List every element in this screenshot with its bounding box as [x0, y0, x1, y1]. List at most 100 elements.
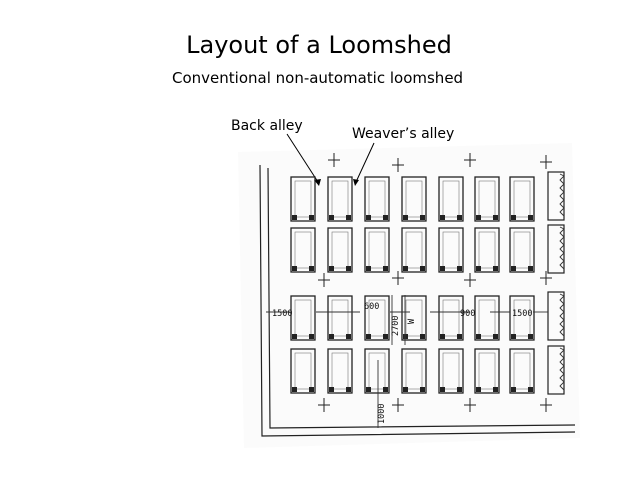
loom-inner: [478, 299, 496, 337]
loom-outline: [509, 176, 535, 222]
loom-corner-left: [403, 215, 408, 220]
loom: [474, 176, 500, 222]
outer-wall: [259, 164, 576, 437]
loom: [290, 176, 316, 222]
loom-outline: [401, 227, 427, 273]
loom-inner: [294, 231, 312, 269]
loom-corner-right: [383, 215, 388, 220]
wavy-machine: [547, 171, 565, 221]
loom-corner-right: [420, 387, 425, 392]
loom: [474, 348, 500, 394]
loom-outline: [290, 227, 316, 273]
loom-inner: [513, 352, 531, 390]
loom-corner-right: [383, 334, 388, 339]
loom-corner-right: [309, 215, 314, 220]
loom: [364, 227, 390, 273]
loom-grid: [290, 176, 535, 394]
loom-outline: [474, 295, 500, 341]
loom-outline: [290, 295, 316, 341]
loom-corner-left: [476, 266, 481, 271]
loom-corner-left: [440, 215, 445, 220]
machine-wave: [559, 226, 565, 270]
loom: [327, 176, 353, 222]
loom-outline: [364, 227, 390, 273]
loom-corner-right: [420, 215, 425, 220]
column-cross: [540, 155, 552, 169]
loom-inner: [478, 352, 496, 390]
column-cross: [318, 273, 330, 287]
loom-corner-left: [476, 334, 481, 339]
slide-subtitle: Conventional non-automatic loomshed: [172, 69, 464, 87]
loom-inner: [294, 352, 312, 390]
loom-inner: [478, 231, 496, 269]
loom-inner: [368, 352, 386, 390]
loom-inner: [513, 231, 531, 269]
loom-corner-right: [346, 387, 351, 392]
loom: [327, 295, 353, 341]
machine-wave: [559, 293, 565, 337]
loom: [401, 348, 427, 394]
loom-outline: [327, 227, 353, 273]
machine-outline: [547, 224, 565, 274]
loom-corner-left: [403, 266, 408, 271]
loom-corner-right: [493, 215, 498, 220]
loom-outline: [290, 348, 316, 394]
loom-inner: [331, 231, 349, 269]
loom-corner-left: [476, 387, 481, 392]
loom-corner-right: [528, 334, 533, 339]
label-pointers: [286, 133, 375, 183]
loom-corner-left: [403, 387, 408, 392]
loom: [290, 348, 316, 394]
loom-corner-right: [457, 334, 462, 339]
loom: [364, 348, 390, 394]
loom-inner: [331, 352, 349, 390]
loom: [509, 295, 535, 341]
loom-outline: [327, 348, 353, 394]
loom-corner-left: [440, 334, 445, 339]
back-alley-label: Back alley: [231, 118, 303, 134]
slide-title: Layout of a Loomshed: [186, 31, 452, 59]
loom-inner: [368, 231, 386, 269]
loom-inner: [442, 180, 460, 218]
loom: [401, 295, 427, 341]
loom-corner-right: [493, 334, 498, 339]
loom-corner-right: [309, 334, 314, 339]
dim-1500-right: 1500: [512, 309, 532, 319]
machine-outline: [547, 171, 565, 221]
loom-corner-left: [292, 266, 297, 271]
loom-outline: [474, 227, 500, 273]
loom-corner-left: [511, 266, 516, 271]
loom: [401, 176, 427, 222]
loom-inner: [442, 352, 460, 390]
loom-inner: [442, 299, 460, 337]
machine-wave: [559, 347, 565, 391]
loom-corner-right: [420, 266, 425, 271]
loom-corner-right: [383, 266, 388, 271]
loom-corner-right: [493, 387, 498, 392]
dimension-lines: [266, 295, 548, 428]
loom: [401, 227, 427, 273]
loom-inner: [368, 299, 386, 337]
loom-corner-left: [292, 387, 297, 392]
loom-inner: [513, 299, 531, 337]
loom-corner-right: [383, 387, 388, 392]
loom: [438, 227, 464, 273]
loom-outline: [327, 295, 353, 341]
loom-corner-left: [329, 266, 334, 271]
loom-outline: [509, 227, 535, 273]
loom-corner-left: [329, 215, 334, 220]
loom-corner-left: [403, 334, 408, 339]
column-cross: [392, 271, 404, 285]
loom: [438, 295, 464, 341]
loom: [327, 227, 353, 273]
machine-wave: [559, 173, 565, 217]
loom-outline: [474, 176, 500, 222]
loom: [438, 176, 464, 222]
loom-inner: [331, 299, 349, 337]
loom: [327, 348, 353, 394]
loom-corner-left: [511, 215, 516, 220]
weavers-alley-label: Weaver’s alley: [352, 126, 455, 142]
column-cross: [464, 398, 476, 412]
loom-inner: [331, 180, 349, 218]
loom-corner-left: [511, 334, 516, 339]
